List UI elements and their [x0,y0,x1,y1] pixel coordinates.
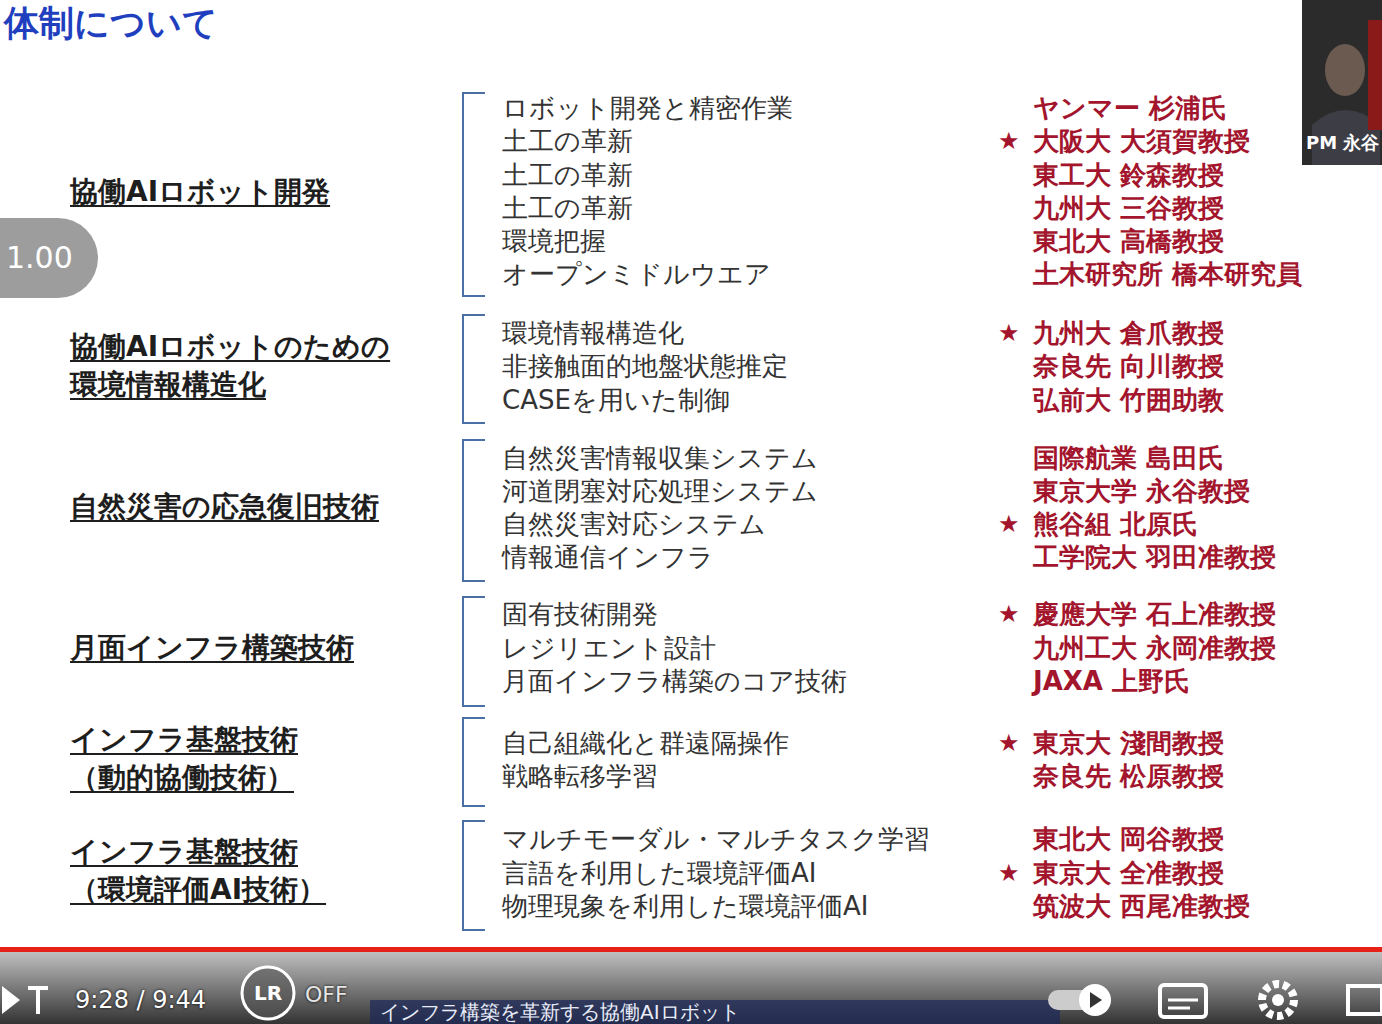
member-name: 大阪大 大須賀教授 [1033,125,1250,158]
task-item: 物理現象を利用した環境評価AI [502,890,868,923]
task-item: 自然災害情報収集システム [502,442,818,475]
lead-star: ★ [998,728,1020,758]
progress-bar [0,947,1382,952]
speed-badge [0,218,98,298]
gear-hub [1272,994,1284,1006]
video-time: 9:28 / 9:44 [75,985,206,1015]
member-name: 弘前大 竹囲助教 [1033,384,1224,417]
bracket [463,440,485,581]
presenter-label: PM 永谷 [1306,132,1379,155]
member-name: ヤンマー 杉浦氏 [1033,92,1227,125]
task-item: 河道閉塞対応処理システム [502,475,818,508]
task-item: 固有技術開発 [502,598,658,631]
bracket [463,821,485,930]
member-name: 熊谷組 北原氏 [1033,508,1198,541]
toggle-state: OFF [305,981,348,1009]
task-item: オープンミドルウエア [502,258,771,291]
task-item: 情報通信インフラ [502,541,714,574]
member-name: 九州工大 永岡准教授 [1033,632,1276,665]
task-item: 言語を利用した環境評価AI [502,857,816,890]
member-name: 東工大 鈴森教授 [1033,159,1224,192]
gear-icon [1262,984,1294,1016]
lead-star: ★ [998,126,1020,156]
member-name: 東京大 全准教授 [1033,857,1224,890]
task-item: 非接触面的地盤状態推定 [502,350,788,383]
webcam-person [1325,44,1365,96]
slide-title: 体制について [4,2,218,46]
bracket [463,315,485,423]
member-name: 国際航業 島田氏 [1033,442,1224,475]
lead-star: ★ [998,858,1020,888]
brackets [463,93,485,930]
member-name: 奈良先 向川教授 [1033,350,1224,383]
task-item: 環境把握 [502,225,606,258]
play-icon [2,986,20,1014]
lead-star: ★ [998,509,1020,539]
fullscreen-icon [1348,986,1382,1014]
video-title: インフラ構築を革新する協働AIロボット [380,1000,740,1024]
toggle-knob [1079,984,1111,1016]
member-name: 東北大 岡谷教授 [1033,823,1224,856]
member-name: 奈良先 松原教授 [1033,760,1224,793]
bracket [463,93,485,296]
member-name: 東北大 高橋教授 [1033,225,1224,258]
member-name: 筑波大 西尾准教授 [1033,890,1250,923]
category-heading: 月面インフラ構築技術 [70,629,354,667]
lead-star: ★ [998,599,1020,629]
task-item: 土工の革新 [502,192,633,225]
logo-text: LR [254,981,282,1006]
webcam-thumb [1302,0,1382,165]
category-heading: インフラ基盤技術 （動的協働技術） [70,721,370,797]
task-item: CASEを用いた制御 [502,384,730,417]
task-item: 月面インフラ構築のコア技術 [502,665,847,698]
category-heading: 自然災害の応急復旧技術 [70,488,379,526]
task-item: マルチモーダル・マルチタスク学習 [502,823,930,856]
task-item: 土工の革新 [502,159,633,192]
member-name: JAXA 上野氏 [1033,665,1190,698]
webcam-chair [1368,20,1382,130]
member-name: 慶應大学 石上准教授 [1033,598,1276,631]
lead-star: ★ [998,318,1020,348]
member-name: 東京大学 永谷教授 [1033,475,1250,508]
category-heading: 協働AIロボットのための 環境情報構造化 [70,328,450,404]
bracket [463,718,485,806]
category-heading: 協働AIロボット開発 [70,173,330,211]
member-name: 東京大 淺間教授 [1033,727,1224,760]
member-name: 九州大 三谷教授 [1033,192,1224,225]
subtitle-lines [1168,1000,1198,1008]
bracket [463,597,485,706]
task-item: 自己組織化と群遠隔操作 [502,727,789,760]
subtitle-icon [1160,985,1206,1017]
lr-logo [242,967,294,1019]
task-item: 土工の革新 [502,125,633,158]
member-name: 工学院大 羽田准教授 [1033,541,1276,574]
task-item: レジリエント設計 [502,632,716,665]
category-heading: インフラ基盤技術 （環境評価AI技術） [70,833,390,909]
task-item: 戦略転移学習 [502,760,658,793]
task-item: ロボット開発と精密作業 [502,92,793,125]
member-name: 土木研究所 橋本研究員 [1033,258,1302,291]
task-item: 環境情報構造化 [502,317,684,350]
task-item: 自然災害対応システム [502,508,766,541]
speed-badge-text: 1.00 [6,239,73,277]
player-bar [0,952,1382,1024]
member-name: 九州大 倉爪教授 [1033,317,1224,350]
title-strip [370,1000,1060,1024]
next-icon [28,988,48,1014]
toggle-play [1090,992,1102,1008]
